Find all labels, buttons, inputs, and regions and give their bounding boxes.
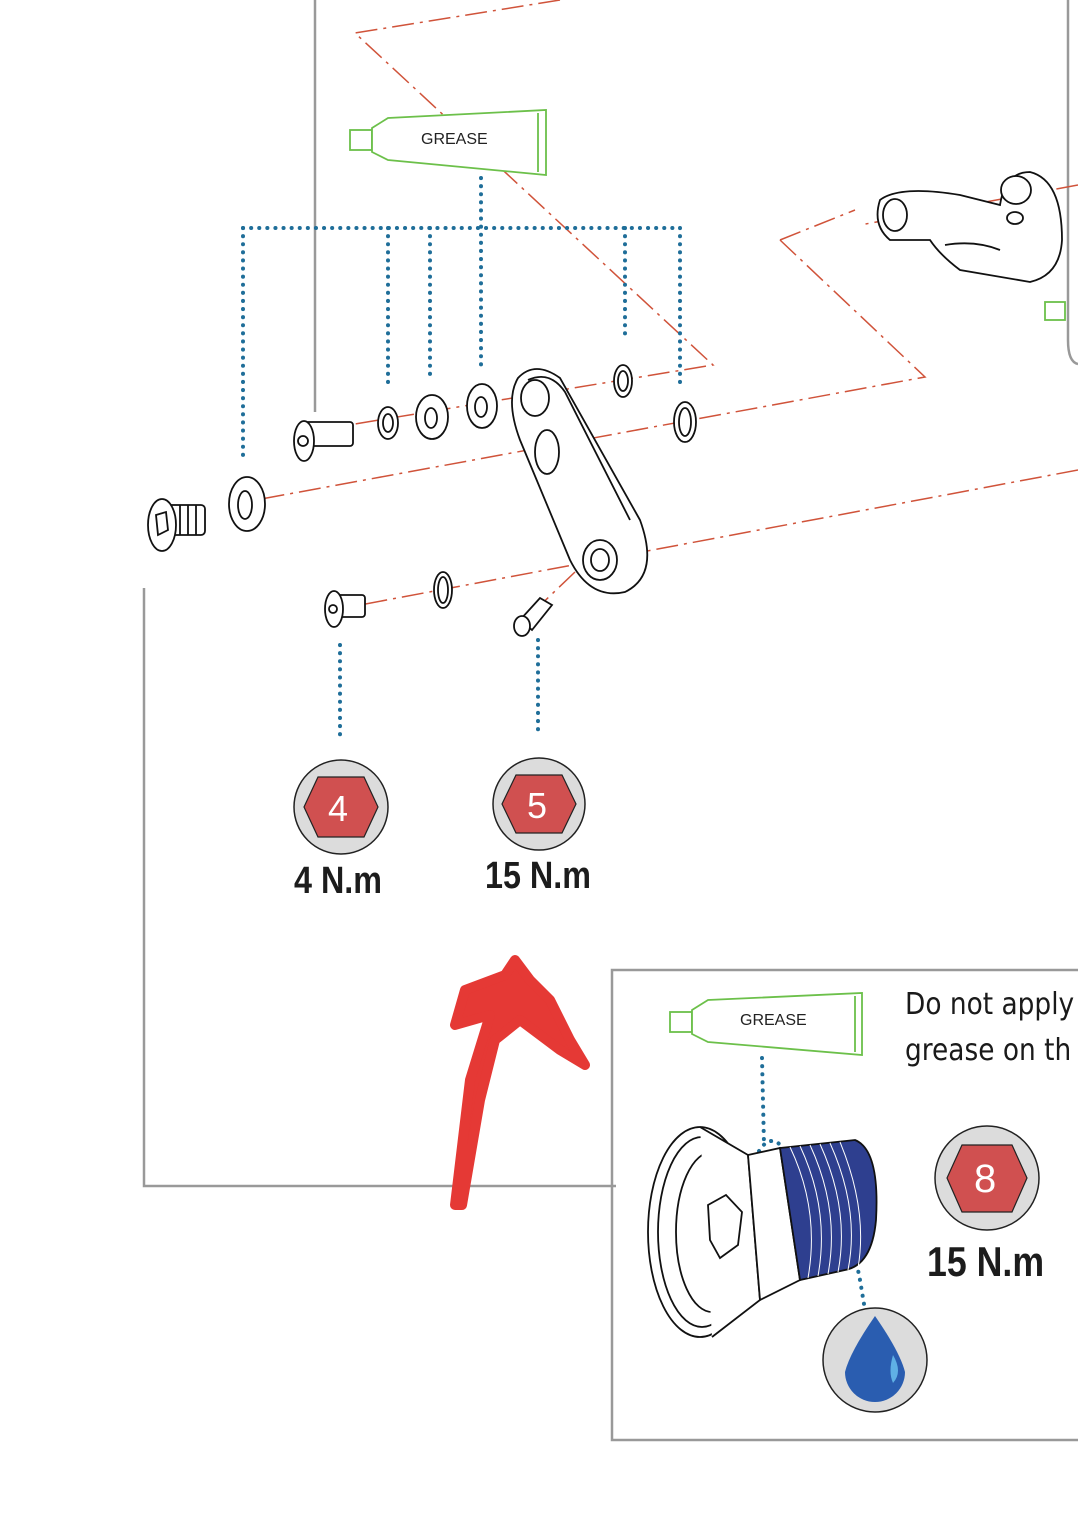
washer — [673, 401, 697, 443]
hex-key-icon — [293, 759, 389, 855]
hex-size-label: 5 — [527, 785, 548, 826]
small-bolt — [324, 590, 366, 628]
rocker-link — [511, 368, 649, 595]
inset-box — [610, 968, 1078, 1442]
hex-size-label: 4 — [328, 788, 349, 829]
grease-label: GREASE — [740, 1012, 807, 1029]
torque-label: 4 N.m — [294, 860, 382, 902]
washer — [377, 406, 399, 440]
assembly-axes — [244, 0, 1078, 616]
o-ring — [433, 571, 453, 609]
grease-indicator-lines — [241, 176, 867, 1312]
hex-size-label: 8 — [974, 1157, 997, 1201]
washer — [613, 364, 633, 398]
pin-bolt — [513, 596, 554, 637]
grease-label: GREASE — [421, 131, 488, 148]
dropout-part — [876, 171, 1063, 283]
grease-tube-icon — [1044, 301, 1066, 321]
note-line: Do not apply — [905, 987, 1075, 1022]
red-arrow-annotation — [450, 955, 590, 1210]
thread-bolt — [647, 1126, 878, 1338]
pivot-bolt — [147, 498, 206, 552]
grease-tube-icon — [669, 992, 863, 1056]
threadlock-drop-icon — [822, 1307, 928, 1413]
torque-label: 15 N.m — [485, 855, 591, 897]
hex-key-icon — [934, 1125, 1040, 1231]
bushing — [466, 383, 498, 429]
small-bolt — [293, 420, 354, 462]
washer — [228, 476, 266, 532]
bushing — [415, 394, 449, 440]
note-line: grease on th — [905, 1033, 1072, 1068]
hardware-parts — [147, 171, 1066, 637]
torque-label: 15 N.m — [927, 1238, 1045, 1285]
grease-note: Do not apply grease on th — [905, 982, 1074, 1074]
hex-key-icon — [492, 757, 586, 851]
grease-tube-icon — [349, 109, 547, 176]
